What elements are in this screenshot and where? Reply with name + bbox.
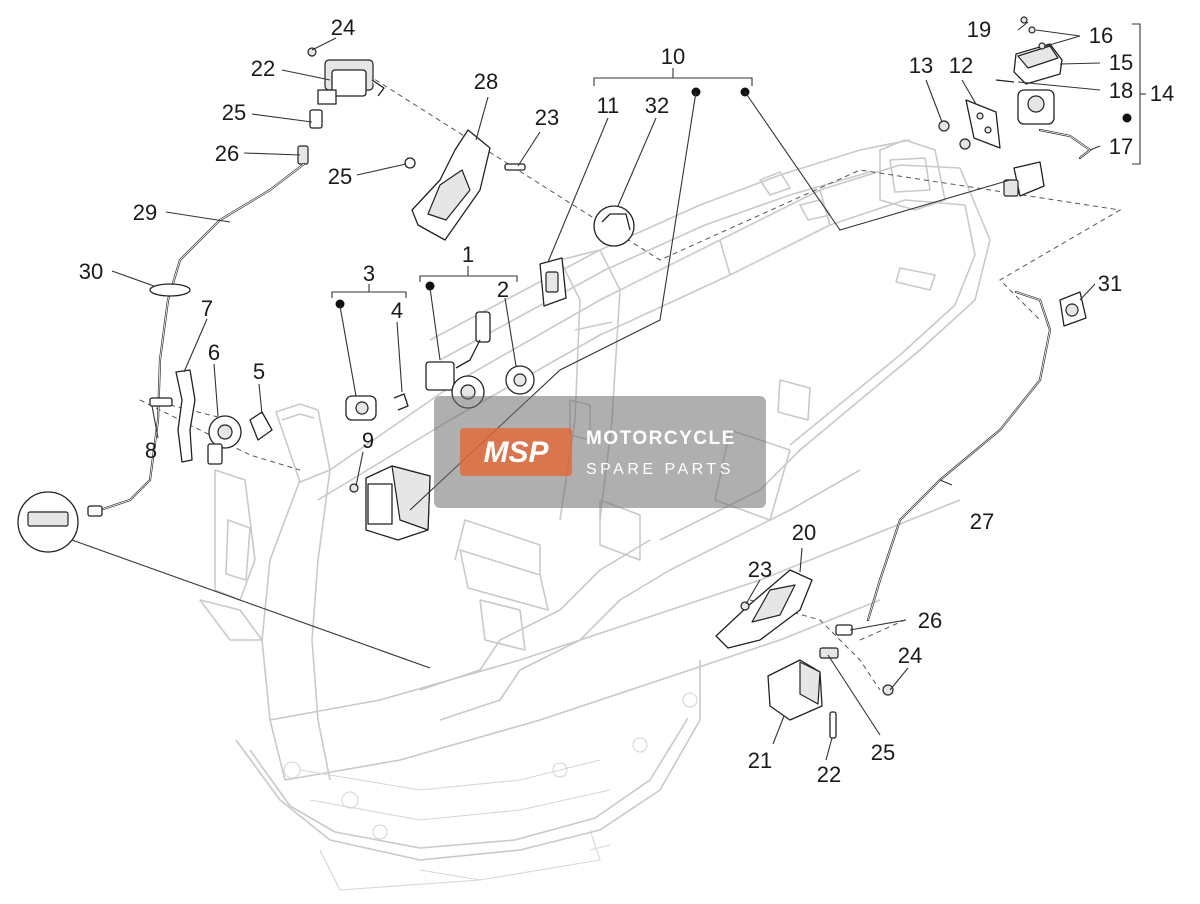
- part-21-actuator: [767, 659, 823, 721]
- callout-6: 6: [208, 340, 220, 365]
- callout-12: 12: [949, 53, 973, 78]
- part-31-cap: [1059, 291, 1087, 327]
- part-27-cable: [866, 290, 1052, 622]
- part-26-lower-fitting: [835, 624, 853, 636]
- group-dots: [335, 87, 1132, 309]
- part-22-top-actuator: [317, 59, 385, 105]
- part-2-lock: [505, 365, 535, 395]
- part-5-oring: [249, 411, 273, 441]
- part-19-screw: [1020, 16, 1028, 24]
- part-13-bolt: [938, 120, 971, 150]
- detail-inset-left: [17, 491, 431, 669]
- callout-28: 28: [474, 69, 498, 94]
- part-24-lower-bolt: [882, 684, 894, 696]
- callout-23-top: 23: [535, 105, 559, 130]
- part-22-lower-bolt: [829, 711, 837, 739]
- callout-3: 3: [363, 261, 375, 286]
- callout-numbers: 1 2 3 4 5 6 7 8 9 10 11 12 13 14 15 16 1…: [79, 15, 1174, 787]
- part-25-top-fitting: [309, 109, 323, 129]
- part-7-bracket: [175, 369, 196, 463]
- part-29-cable: [87, 162, 306, 517]
- callout-17: 17: [1109, 134, 1133, 159]
- assembly-lines: [139, 69, 1122, 691]
- callout-14: 14: [1150, 81, 1174, 106]
- part-3-switch: [345, 395, 377, 421]
- callout-10: 10: [661, 44, 685, 69]
- callout-16: 16: [1089, 23, 1113, 48]
- watermark-line2: SPARE PARTS: [586, 461, 734, 478]
- callout-30: 30: [79, 259, 103, 284]
- part-18-clip: [995, 79, 1015, 83]
- part-16-screws: [1028, 26, 1046, 50]
- watermark-line1: MOTORCYCLE: [586, 428, 736, 449]
- callout-25-bottom: 25: [871, 740, 895, 765]
- callout-26-bottom: 26: [918, 608, 942, 633]
- callout-22-bottom: 22: [817, 762, 841, 787]
- group-brackets: [331, 23, 1146, 298]
- callout-2: 2: [497, 277, 509, 302]
- callout-7: 7: [201, 296, 213, 321]
- callout-5: 5: [253, 359, 265, 384]
- part-8-bolt: [149, 397, 173, 407]
- part-23-lower-nut: [740, 601, 750, 611]
- callout-15: 15: [1109, 50, 1133, 75]
- part-32-inset: [593, 205, 635, 247]
- part-15-lock-cover: [1013, 43, 1063, 85]
- leader-lines: [111, 21, 1101, 761]
- callout-22-top: 22: [251, 56, 275, 81]
- watermark: MSP MOTORCYCLE SPARE PARTS: [434, 396, 766, 508]
- part-17-cable: [1038, 128, 1092, 160]
- part-11-key: [539, 257, 567, 307]
- callout-11: 11: [597, 93, 620, 118]
- part-28-cover: [411, 129, 491, 241]
- callout-1: 1: [462, 242, 474, 267]
- part-23-top-bolt: [504, 163, 526, 171]
- part-4-clip: [393, 393, 409, 411]
- callout-19: 19: [967, 17, 991, 42]
- watermark-logo: MSP: [483, 436, 549, 469]
- callout-26-top: 26: [215, 141, 239, 166]
- part-25-lower-fitting: [819, 647, 839, 659]
- callout-8: 8: [145, 438, 157, 463]
- callout-29: 29: [133, 200, 157, 225]
- scooter-frame: [199, 139, 991, 891]
- callout-20: 20: [792, 520, 816, 545]
- part-30-clip: [149, 283, 191, 297]
- callout-32: 32: [645, 93, 669, 118]
- callout-9: 9: [362, 428, 374, 453]
- callout-25-mid: 25: [328, 164, 352, 189]
- callout-31: 31: [1098, 271, 1122, 296]
- callout-13: 13: [909, 53, 933, 78]
- part-24-top-nut: [307, 47, 317, 57]
- watermark-logo-badge: [460, 428, 572, 476]
- lock-cylinder: [1003, 161, 1045, 197]
- part-14-lock-assy: [1017, 89, 1055, 125]
- part-25-mid-fitting: [404, 157, 416, 169]
- callout-24-bottom: 24: [898, 643, 922, 668]
- callout-23-bottom: 23: [748, 557, 772, 582]
- part-20-cover: [715, 569, 813, 649]
- callout-21: 21: [748, 748, 772, 773]
- callout-4: 4: [391, 298, 403, 323]
- part-12-latch: [965, 99, 1001, 149]
- callout-18: 18: [1109, 78, 1133, 103]
- part-6-sensor: [207, 415, 242, 465]
- callout-27: 27: [970, 509, 994, 534]
- callout-25-top: 25: [222, 100, 246, 125]
- callout-24-top: 24: [331, 15, 355, 40]
